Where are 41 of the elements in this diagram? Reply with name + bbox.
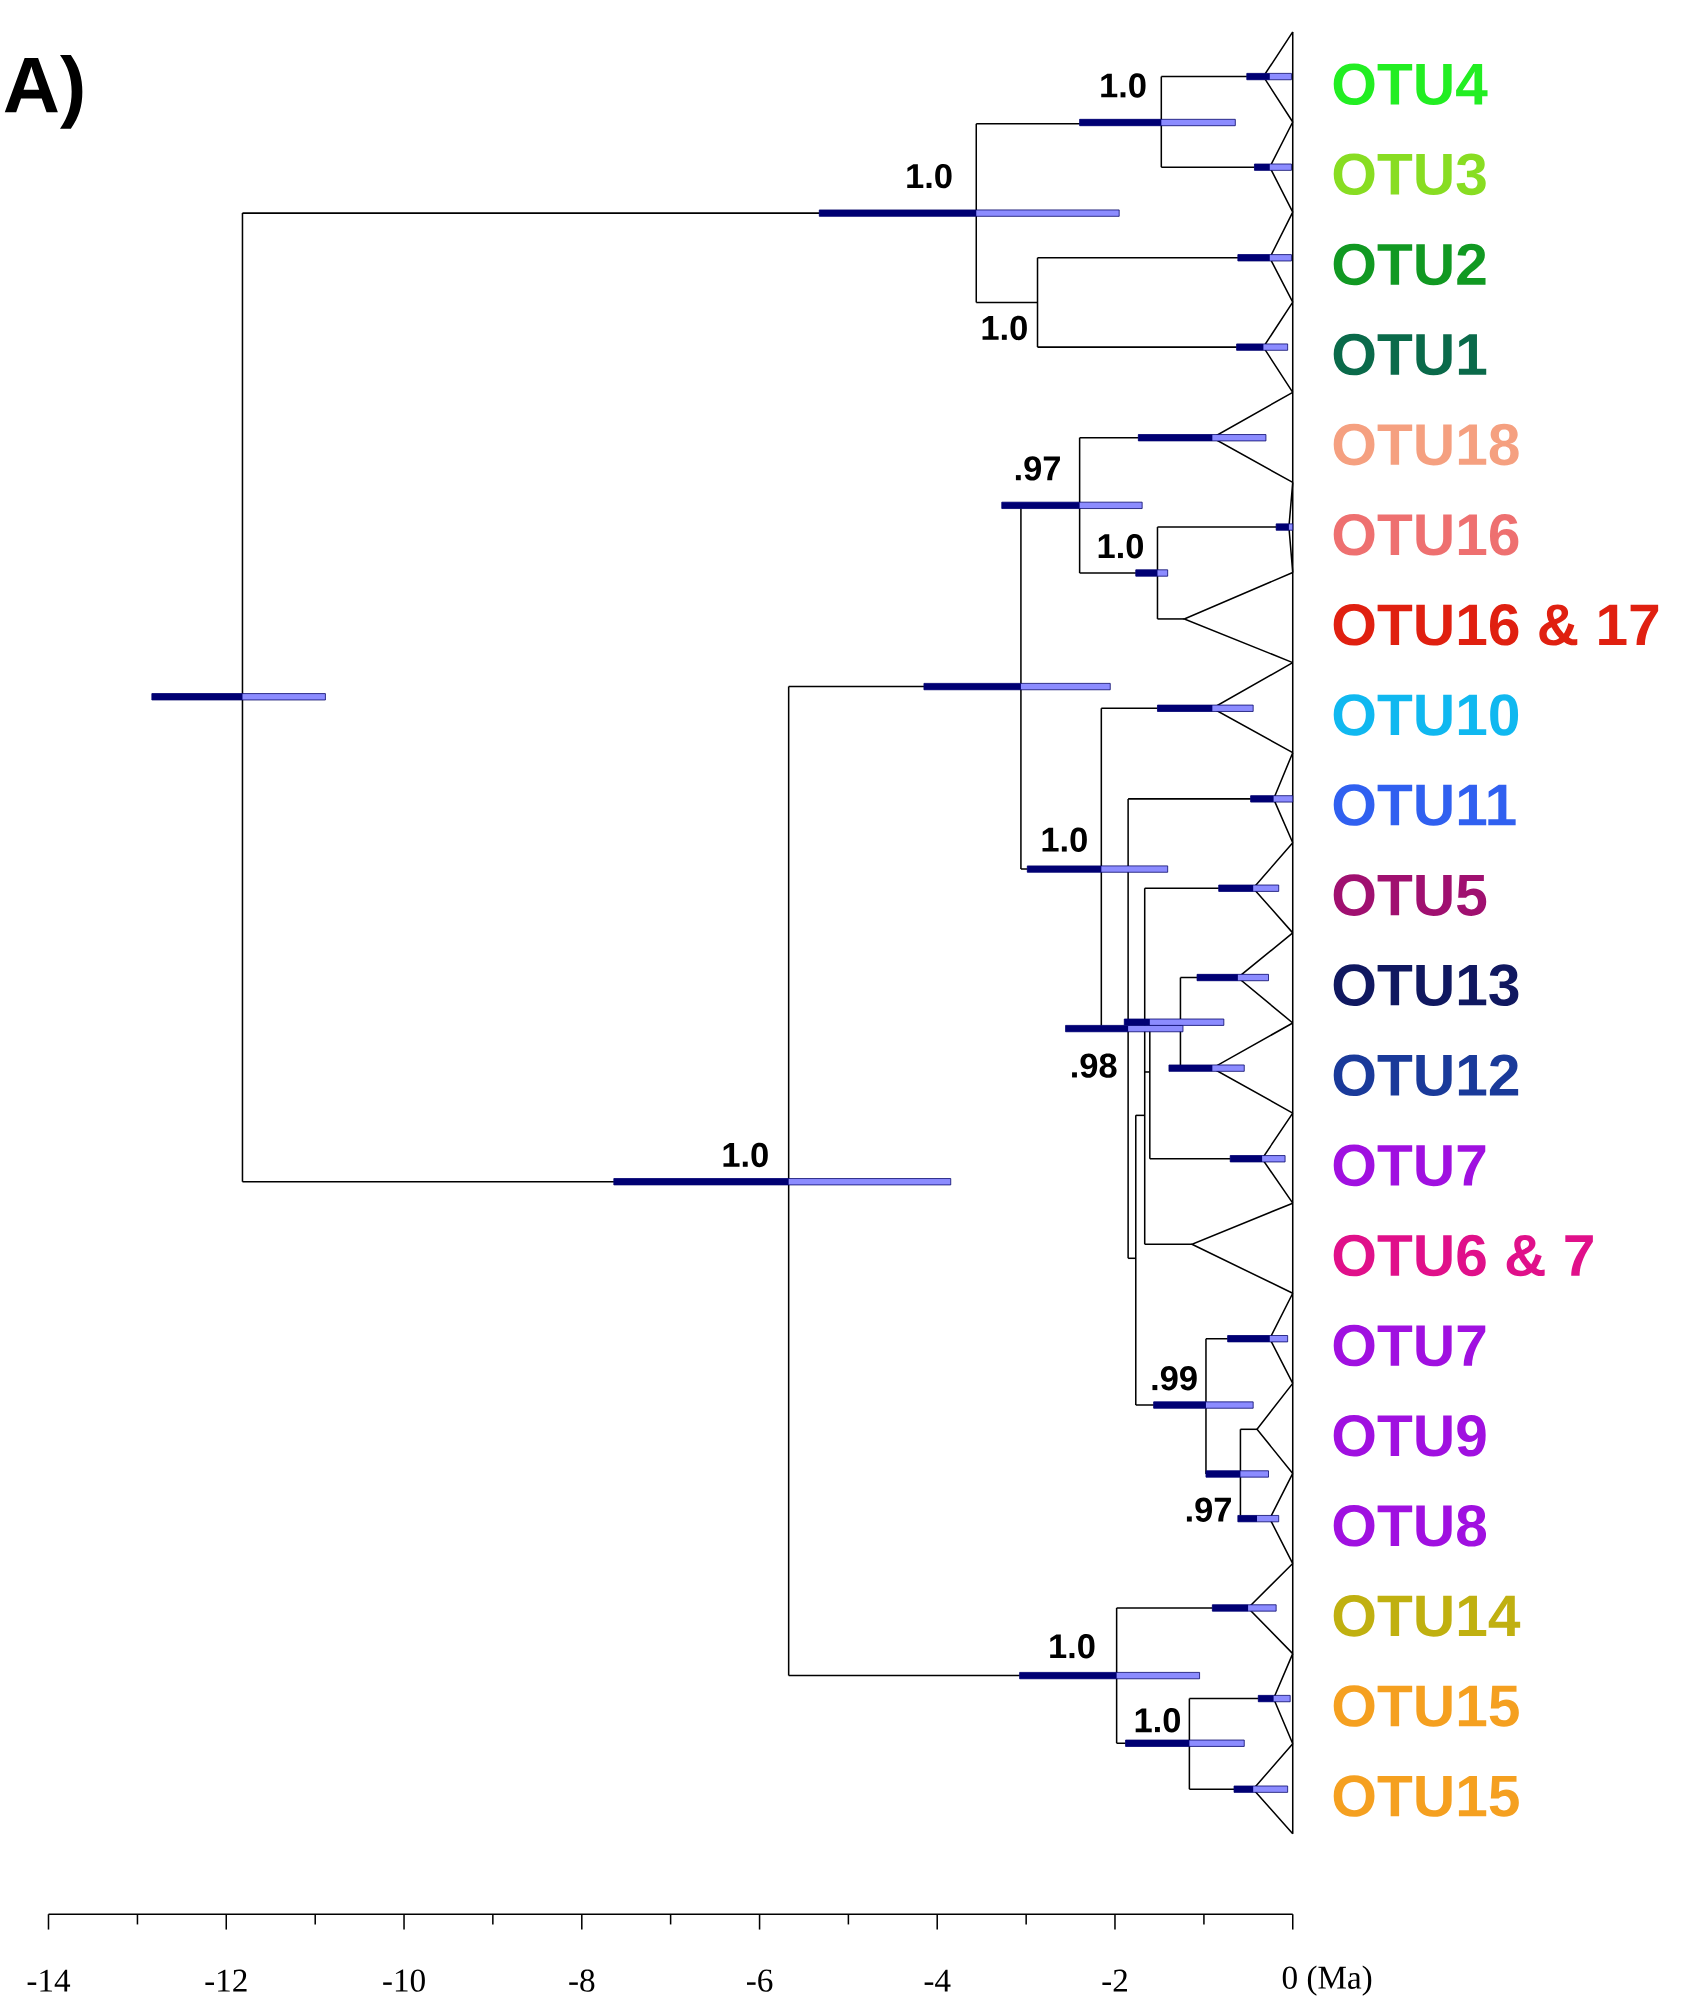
axis-tick-label: -4 [924,1969,951,1992]
support-value: .99 [1152,1366,1197,1391]
support-value: .98 [1072,1053,1117,1078]
otu-label: OTU13 [1333,964,1519,1006]
otu-label: OTU11 [1333,784,1516,826]
support-value: 1.0 [1050,1634,1095,1659]
otu-label: OTU4 [1333,63,1488,105]
otu-label: OTU6 & 7 [1333,1234,1593,1277]
otu-label: OTU2 [1333,243,1486,286]
support-value: .97 [1186,1497,1231,1522]
otu-label: OTU9 [1333,1414,1486,1457]
support-value: 1.0 [1098,534,1143,559]
axis-tick-label: -14 [27,1969,71,1992]
otu-label: OTU16 & 17 [1333,604,1659,646]
support-value: 1.0 [907,163,952,189]
otu-label: OTU15 [1333,1775,1519,1817]
axis-tick-label: -2 [1102,1969,1127,1992]
axis-tick-label: 0 (Ma) [1282,1965,1372,1996]
otu-label: OTU12 [1333,1054,1519,1097]
axis-tick-label: -6 [747,1969,773,1992]
otu-label: OTU7 [1333,1324,1486,1367]
support-value: 1.0 [1135,1708,1180,1733]
otu-label: OTU14 [1333,1595,1521,1637]
axis-tick-label: -8 [569,1969,595,1992]
axis-tick-label: -10 [383,1969,425,1992]
otu-label: OTU5 [1333,874,1487,916]
support-value: .97 [1015,456,1060,481]
otu-label: OTU1 [1333,333,1487,376]
otu-label: OTU10 [1333,694,1519,736]
axis-tick-label: -12 [205,1969,247,1992]
support-value: 1.0 [1042,827,1087,852]
otu-label: OTU18 [1333,423,1519,466]
panel-label: A) [4,55,83,129]
support-value: 1.0 [723,1142,768,1168]
otu-label: OTU8 [1333,1505,1487,1547]
otu-label: OTU3 [1333,153,1486,196]
otu-label: OTU15 [1333,1685,1519,1727]
otu-label: OTU7 [1333,1144,1486,1187]
support-value: 1.0 [982,315,1027,341]
otu-label: OTU16 [1333,513,1519,556]
support-value: 1.0 [1101,73,1146,98]
